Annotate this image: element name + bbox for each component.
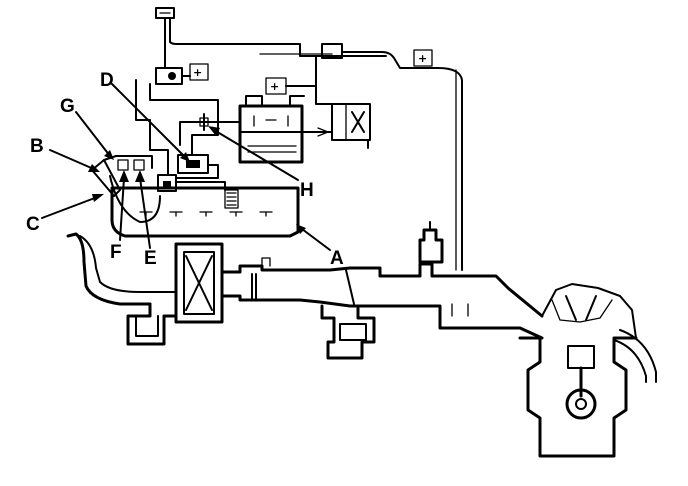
callout-label-h: H: [300, 180, 314, 201]
callout-label-e: E: [144, 248, 157, 269]
callout-F: F: [110, 170, 129, 263]
intake-duct: [220, 257, 544, 340]
air-cleaner: [174, 242, 224, 324]
solenoid-valve-icon: +: [418, 52, 427, 65]
valve-cluster: [179, 113, 241, 146]
battery-icon: +: [270, 80, 279, 93]
intake-left: [66, 232, 178, 346]
callout-A: A: [296, 224, 344, 269]
map-sensor: [418, 221, 444, 264]
callout-label-a: A: [330, 248, 344, 269]
engine-cylinder-icon: [565, 388, 597, 420]
callout-C: C: [26, 194, 104, 235]
purge-solenoid: +: [149, 63, 219, 105]
throttle-body: [320, 304, 376, 360]
callout-G: G: [60, 96, 114, 160]
callout-label-c: C: [26, 214, 40, 235]
callout-label-g: G: [60, 96, 75, 117]
upper-harness: +: [321, 43, 463, 271]
callout-B: B: [30, 136, 100, 172]
engine: [518, 283, 657, 458]
vent-pipe-top: [155, 7, 387, 69]
fuel-tank: [110, 186, 300, 238]
callout-H: H: [208, 126, 314, 201]
callout-label-f: F: [110, 242, 122, 263]
ground-symbol-icon: +: [193, 66, 202, 79]
vent-shut-valve: [301, 103, 371, 149]
callout-D: D: [100, 70, 190, 162]
callout-label-b: B: [30, 136, 44, 157]
tank-valves: [135, 79, 226, 192]
callout-E: E: [135, 170, 157, 269]
callout-label-d: D: [100, 70, 114, 91]
evap-canister: [238, 95, 305, 164]
relay-top: +: [259, 53, 333, 105]
